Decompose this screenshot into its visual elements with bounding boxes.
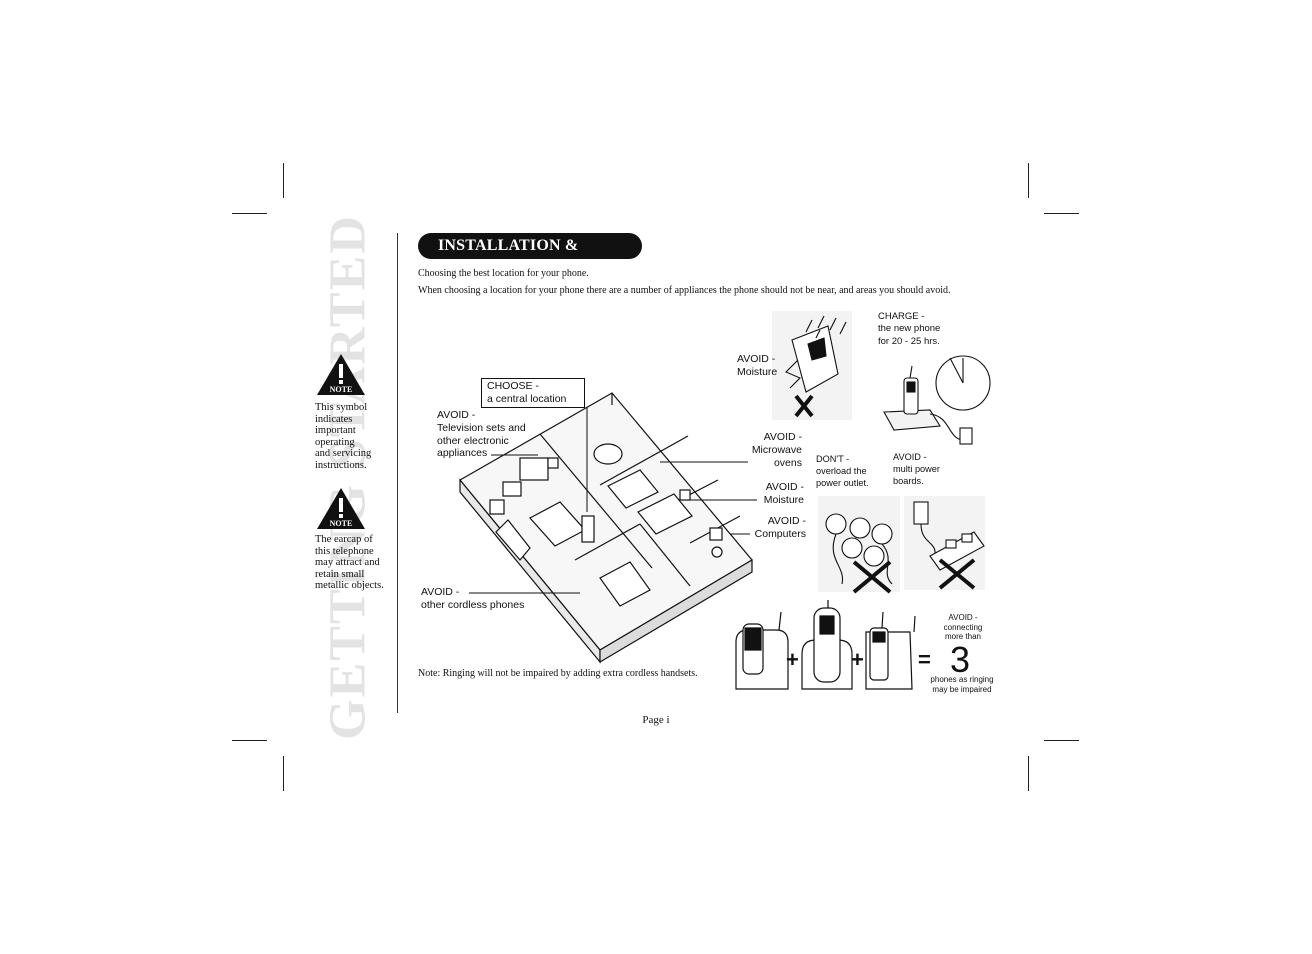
plus-sign: + [786, 647, 799, 672]
label-line: AVOID - [437, 409, 476, 421]
crop-mark [283, 756, 284, 791]
warning-triangle-icon: NOTE [315, 352, 367, 398]
crop-mark [232, 213, 267, 214]
intro-line: When choosing a location for your phone … [418, 285, 951, 296]
note-line: retain small [315, 568, 365, 580]
label-line: other cordless phones [421, 598, 525, 611]
crop-mark [1044, 740, 1079, 741]
label-connect-top: AVOID - connecting more than [928, 613, 998, 642]
label-line: a central location [487, 392, 567, 405]
label-line: phones as ringing [930, 675, 994, 684]
crop-mark [1028, 756, 1029, 791]
label-line: CHARGE - [878, 311, 925, 322]
page-number: Page i [642, 714, 670, 726]
label-line: AVOID - [893, 452, 927, 462]
label-line: other electronic [437, 434, 509, 447]
label-tv: AVOID - Television sets and other electr… [437, 409, 526, 460]
note-icon-label: NOTE [330, 519, 353, 528]
label-line: Television sets and [437, 421, 526, 434]
label-line: Microwave [751, 443, 802, 456]
label-line: Computers [754, 527, 806, 540]
footnote: Note: Ringing will not be impaired by ad… [418, 668, 698, 679]
note-line: instructions. [315, 459, 367, 471]
floor-plan [459, 392, 753, 664]
label-line: boards. [893, 476, 924, 486]
label-connect-bottom: phones as ringing may be impaired [924, 675, 1000, 694]
crop-mark [283, 163, 284, 198]
label-line: power outlet. [816, 478, 869, 488]
label-line: AVOID - [767, 515, 806, 527]
label-line: AVOID - [763, 431, 802, 443]
label-line: AVOID - [421, 586, 460, 598]
note-line: important [315, 425, 356, 437]
section-title: INSTALLATION & SAFETY [418, 233, 642, 280]
label-moisture-top: AVOID - Moisture [737, 353, 777, 379]
prohibited-cross-icon [852, 560, 892, 594]
note-text: This symbol indicates important operatin… [315, 402, 390, 472]
label-line: connecting [943, 622, 983, 632]
note-line: operating [315, 436, 355, 448]
note-line: may attract and [315, 557, 380, 569]
label-line: ovens [773, 456, 802, 469]
label-line: may be impaired [932, 684, 992, 694]
label-choose: CHOOSE - a central location [481, 378, 585, 408]
label-multi: AVOID - multi power boards. [893, 451, 940, 487]
label-dont: DON'T - overload the power outlet. [816, 453, 869, 489]
label-cordless: AVOID - other cordless phones [421, 586, 524, 612]
prohibited-cross-icon [938, 558, 976, 590]
label-line: overload the [816, 466, 867, 476]
label-line: AVOID - [765, 481, 804, 493]
intro-line: Choosing the best location for your phon… [418, 268, 589, 279]
plus-sign: + [851, 647, 864, 672]
label-line: AVOID - [737, 353, 776, 365]
note-line: metallic objects. [315, 580, 384, 592]
label-line: more than [944, 632, 982, 642]
warning-triangle-icon: NOTE [315, 486, 367, 532]
phone-2-icon [801, 600, 853, 690]
note-icon-label: NOTE [330, 385, 353, 394]
column-divider [397, 233, 398, 713]
label-moisture: AVOID - Moisture [740, 481, 804, 507]
note-line: The earcap of [315, 534, 373, 545]
leader-lines [469, 407, 757, 594]
charging-clock-drawing [883, 355, 991, 445]
note-line: This symbol [315, 402, 368, 413]
label-line: Moisture [737, 365, 778, 378]
crop-mark [1044, 213, 1079, 214]
phone-1-icon [735, 611, 789, 690]
power-board-drawing [904, 496, 985, 590]
label-line: CHOOSE - [487, 380, 539, 392]
note-text: The earcap of this telephone may attract… [315, 534, 390, 592]
note-line: this telephone [315, 545, 374, 557]
label-line: AVOID - [948, 613, 978, 622]
label-line: appliances [437, 447, 488, 460]
label-line: Moisture [763, 493, 804, 506]
note-line: indicates [315, 413, 353, 425]
overloaded-outlet-drawing [818, 496, 900, 592]
label-microwave: AVOID - Microwave ovens [740, 431, 802, 469]
phone-count: 3 [950, 639, 970, 680]
label-computers: AVOID - Computers [740, 515, 806, 541]
equals-sign: = [918, 647, 931, 672]
crop-mark [1028, 163, 1029, 198]
phone-3-icon [865, 611, 916, 690]
note-line: and servicing [315, 448, 372, 460]
label-charge: CHARGE - the new phone for 20 - 25 hrs. [878, 311, 940, 348]
label-line: the new phone [878, 323, 941, 335]
crop-mark [232, 740, 267, 741]
label-line: DON'T - [816, 454, 850, 464]
moisture-handset-drawing [772, 311, 852, 420]
prohibited-cross-icon [794, 394, 814, 418]
label-line: multi power [893, 464, 940, 474]
label-line: for 20 - 25 hrs. [878, 335, 940, 347]
